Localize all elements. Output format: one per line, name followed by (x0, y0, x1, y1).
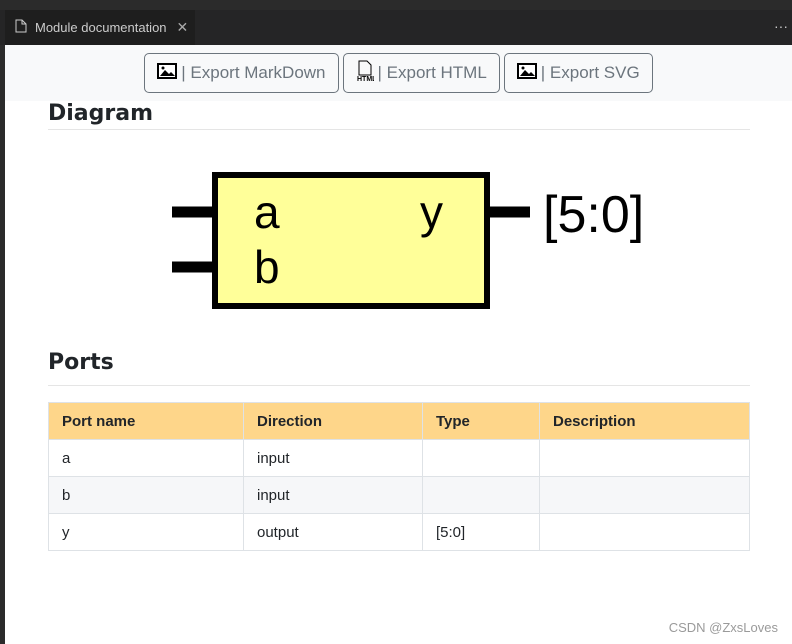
tab-module-documentation[interactable]: Module documentation ✕ (5, 10, 195, 45)
table-header: Port name Direction Type Description (48, 402, 750, 440)
more-icon[interactable]: ··· (774, 18, 788, 34)
image-icon (516, 62, 537, 84)
tab-title: Module documentation (35, 20, 167, 35)
export-markdown-button[interactable]: | Export MarkDown (144, 53, 339, 93)
export-html-button[interactable]: HTML | Export HTML (342, 53, 500, 93)
cell (539, 513, 750, 551)
cell: [5:0] (422, 513, 540, 551)
cell: b (48, 476, 244, 514)
export-svg-button[interactable]: | Export SVG (503, 53, 653, 93)
cell: y (48, 513, 244, 551)
cell: a (48, 439, 244, 477)
html-file-icon: HTML (356, 60, 377, 87)
tab-bar: Module documentation ✕ ··· (0, 10, 792, 45)
cell: output (243, 513, 423, 551)
col-description: Description (539, 402, 750, 440)
export-toolbar: | Export MarkDown HTML | Export HTML | E… (5, 45, 792, 101)
cell (422, 439, 540, 477)
cell: input (243, 439, 423, 477)
watermark: CSDN @ZxsLoves (668, 620, 778, 635)
cell (539, 439, 750, 477)
port-width-y: [5:0] (543, 186, 644, 244)
col-direction: Direction (243, 402, 423, 440)
port-label-b: b (254, 241, 280, 293)
svg-text:HTML: HTML (357, 76, 374, 82)
port-label-a: a (254, 186, 280, 238)
col-port-name: Port name (48, 402, 244, 440)
ports-heading: Ports (48, 350, 114, 375)
divider (48, 385, 750, 386)
cell (422, 476, 540, 514)
title-bar (0, 0, 792, 10)
divider (48, 129, 750, 130)
close-icon[interactable]: ✕ (176, 19, 189, 35)
col-type: Type (422, 402, 540, 440)
image-icon (157, 62, 178, 84)
diagram-heading: Diagram (48, 101, 154, 126)
file-icon (15, 19, 27, 36)
port-label-y: y (420, 186, 443, 238)
cell (539, 476, 750, 514)
sidebar-edge (0, 45, 5, 644)
module-diagram: a b y [5:0] (172, 172, 644, 309)
cell: input (243, 476, 423, 514)
module-block (212, 172, 490, 309)
